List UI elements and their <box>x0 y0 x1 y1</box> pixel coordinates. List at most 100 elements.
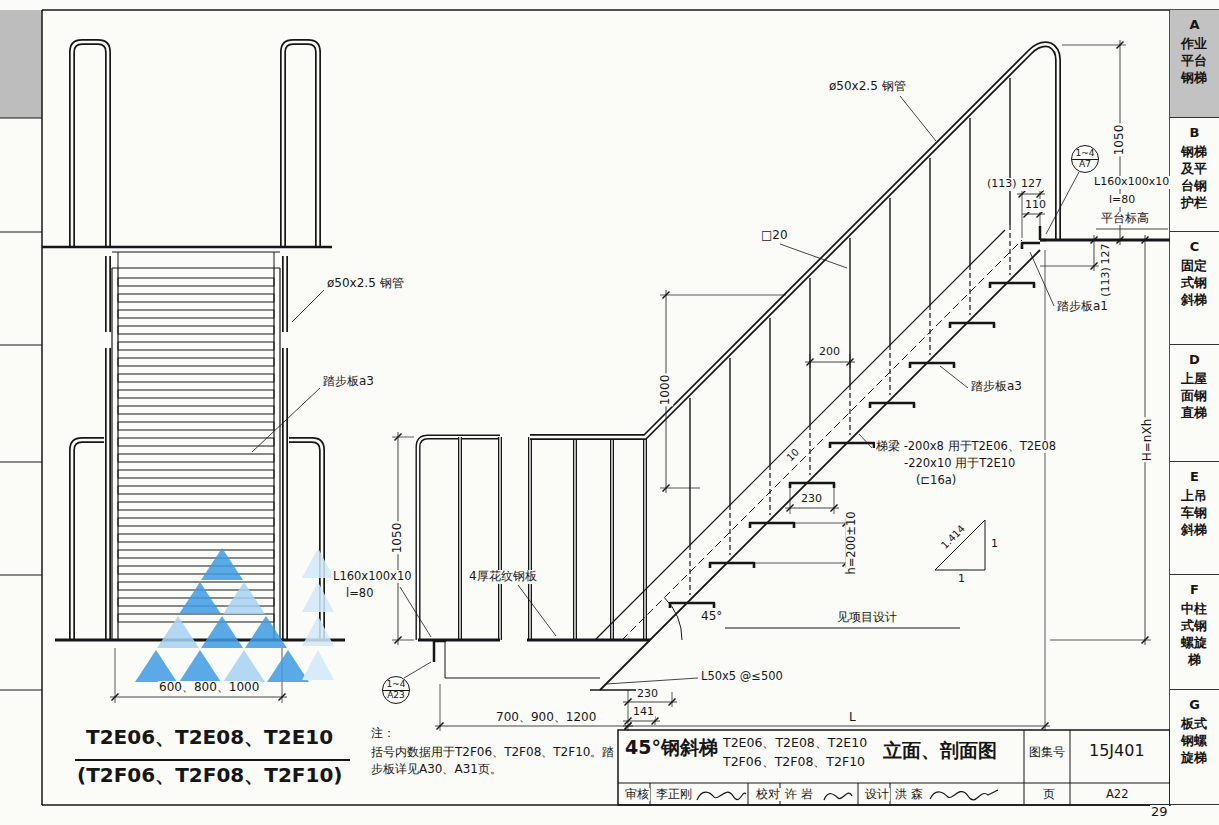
signature <box>930 790 998 800</box>
drawing-label: L160x100x10 <box>1093 176 1170 189</box>
leader-line <box>940 366 968 388</box>
dimension-tick <box>669 699 676 706</box>
title-block-text: T2E06、T2E08、T2E10 <box>722 736 868 750</box>
baluster <box>1009 225 1010 275</box>
drawing-label: L50x5 @≤500 <box>700 670 784 683</box>
watermark-triangle <box>302 548 334 578</box>
leader-line <box>400 587 431 637</box>
steel-pipe-bore <box>283 42 318 247</box>
title-block-text: 图集号 <box>1028 746 1066 760</box>
steel-pipe <box>282 348 288 640</box>
level-line <box>725 628 960 629</box>
frame-line <box>41 10 43 805</box>
stringer <box>600 250 1040 690</box>
tab-heading: 1~4 <box>1072 149 1098 159</box>
drawing-label: H=nXh <box>1141 418 1155 463</box>
tread-plate <box>670 603 714 608</box>
dimension-tick <box>395 434 402 441</box>
watermark-triangle <box>267 650 309 682</box>
drawing-label: 127 <box>1100 243 1113 266</box>
steel-pipe <box>573 437 577 640</box>
dimension-line <box>435 726 633 727</box>
margin-rule <box>0 690 42 691</box>
drawing-label: ø50x2.5 钢管 <box>326 277 405 291</box>
drawing-label: 1000 <box>659 374 673 407</box>
tread-plate <box>950 323 994 328</box>
chapter-tab: F中柱式钢螺旋梯 <box>1170 575 1219 690</box>
leader-line <box>518 585 556 636</box>
tread-grating <box>118 566 274 574</box>
note-text: 括号内数据用于T2F06、T2F08、T2F10。踏步板详见A30、A31页。 <box>370 744 617 778</box>
chapter-tab: A作业平台钢梯 <box>1170 10 1219 118</box>
dimension-tick <box>663 485 670 492</box>
baluster <box>769 318 770 465</box>
title-block-text: T2F06、T2F08、T2F10 <box>722 755 866 769</box>
leader-line <box>859 434 872 448</box>
baluster <box>969 265 970 315</box>
drawing-label: 10 <box>784 446 803 465</box>
tab-heading: D <box>1170 352 1219 369</box>
drawing-label: 踏步板a1 <box>1056 300 1109 314</box>
watermark-triangle <box>245 616 287 648</box>
drawing-label: □20 <box>760 229 789 243</box>
stringer <box>279 268 280 640</box>
tread-grating <box>118 470 274 478</box>
dimension-tick <box>807 359 814 366</box>
baluster <box>769 465 770 515</box>
tread-grating <box>118 374 274 382</box>
steel-pipe-bore <box>107 256 110 332</box>
extension-line <box>392 640 414 641</box>
extension-line <box>440 684 441 731</box>
tab-heading: G <box>1170 697 1219 714</box>
title-block-rule <box>1070 730 1071 805</box>
steel-pipe <box>498 437 502 640</box>
tab-heading: 1~4 <box>383 680 409 690</box>
title-block-text: 审核 <box>624 788 650 801</box>
drawing-label: 见项目设计 <box>836 611 898 625</box>
tread-grating <box>118 326 274 334</box>
watermark-triangle <box>201 616 243 648</box>
steel-pipe <box>530 44 1058 437</box>
title-block-text: 许 岩 <box>784 788 814 801</box>
steel-pipe <box>105 348 111 640</box>
extension-line <box>790 488 791 514</box>
steel-pipe <box>282 256 288 332</box>
dimension-tick <box>395 637 402 644</box>
leader-line <box>780 244 847 268</box>
title-block-text: 页 <box>1042 788 1056 801</box>
title-block-text: 李正刚 <box>655 788 693 801</box>
drawing-label: 700、900、1200 <box>495 711 597 725</box>
angle-steel <box>434 641 446 662</box>
tab-body: 钢梯及平台钢护栏 <box>1181 144 1208 212</box>
dimension-tick <box>625 723 632 730</box>
dimension-tick <box>437 723 444 730</box>
drawing-label: 1050 <box>391 522 405 555</box>
title-block-text: 校对 <box>755 788 781 801</box>
dimension-tick <box>831 505 838 512</box>
baluster <box>1009 78 1010 225</box>
margin-rule <box>0 462 42 463</box>
steel-pipe-bore <box>72 440 104 640</box>
tread-grating <box>118 422 274 430</box>
watermark-logo <box>135 548 334 682</box>
tread-grating <box>118 534 274 542</box>
title-block-rule <box>618 783 1170 784</box>
watermark-triangle <box>302 582 334 612</box>
chapter-tab: D上屋面钢直梯 <box>1170 345 1219 462</box>
steel-pipe <box>72 440 104 640</box>
watermark-triangle <box>302 650 334 680</box>
drawing-label: L160x100x10 <box>332 570 413 583</box>
margin-rule <box>0 232 42 233</box>
tread-grating <box>118 438 274 446</box>
steel-pipe-bore <box>574 437 575 640</box>
tab-body: 固定式钢斜梯 <box>1181 258 1208 309</box>
drawing-label: (113) <box>986 178 1018 191</box>
steel-pipe-bore <box>284 256 287 332</box>
tread-plate <box>990 283 1034 288</box>
tread-grating <box>118 278 274 286</box>
drawing-label: 1 <box>957 573 966 586</box>
steel-pipe-bore <box>72 42 108 247</box>
title-block-rule <box>1024 730 1025 805</box>
watermark-triangle <box>135 650 177 682</box>
